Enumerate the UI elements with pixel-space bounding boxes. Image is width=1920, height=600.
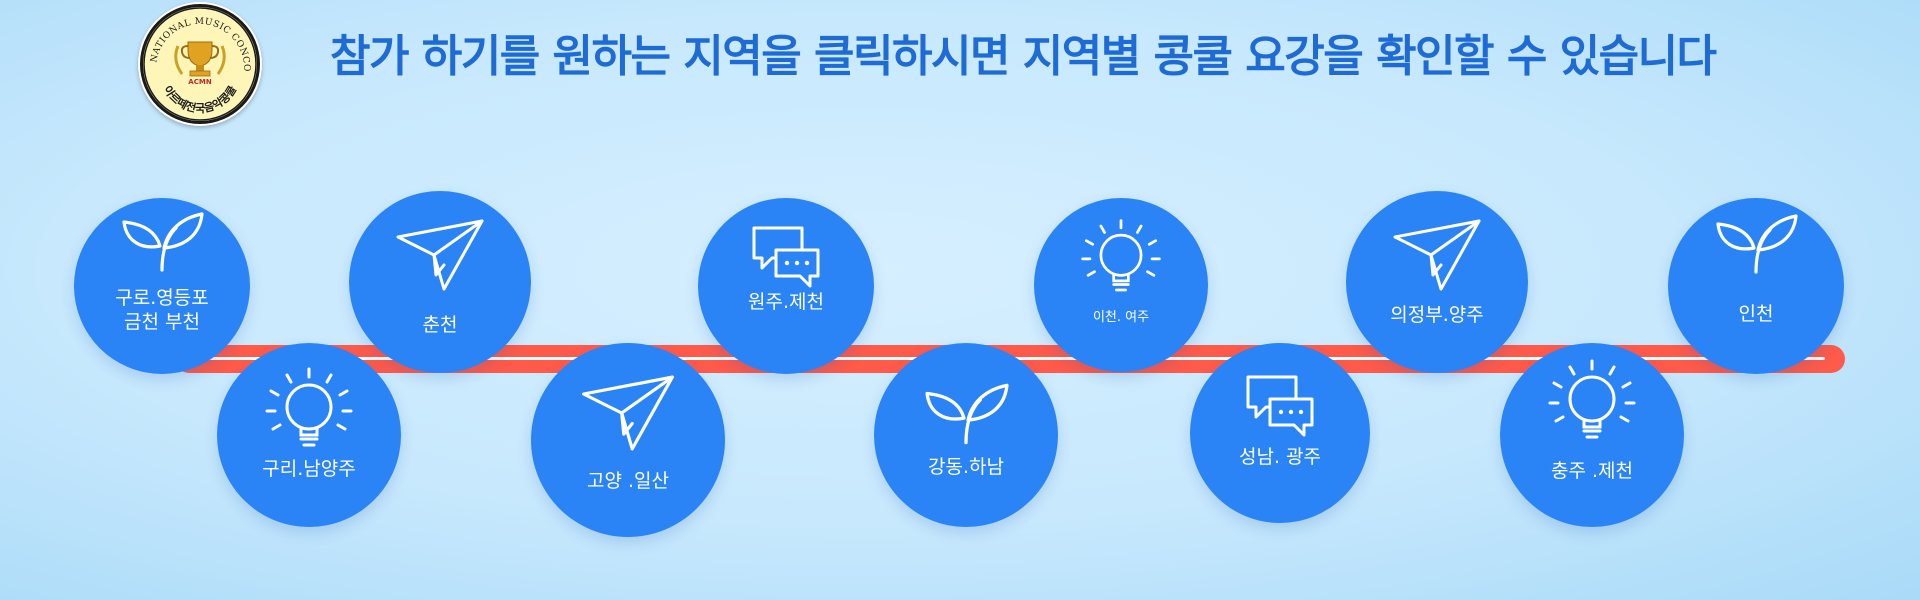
region-button-wonju[interactable]: 원주.제천 (698, 198, 874, 374)
region-button-chuncheon[interactable]: 춘천 (349, 191, 531, 373)
region-label: 충주 .제천 (1551, 460, 1633, 482)
region-label: 고양 .일산 (587, 470, 669, 492)
logo-abbr: ACMN (188, 78, 212, 86)
region-label: 강동.하남 (928, 456, 1004, 478)
region-label: 구로.영등포 금천 부천 (115, 287, 209, 333)
region-label: 이천. 여주 (1092, 310, 1150, 325)
paper-plane-icon (1393, 219, 1481, 291)
page-title: 참가 하기를 원하는 지역을 클릭하시면 지역별 콩쿨 요강을 확인할 수 있습… (330, 31, 1717, 82)
sprout-icon (1714, 214, 1798, 274)
lightbulb-icon (1546, 359, 1638, 445)
logo-badge: ARTE NATIONAL MUSIC CONCOURS 아르떼전국음악콩쿨 A… (138, 2, 260, 124)
paper-plane-icon (581, 375, 675, 451)
region-button-guri[interactable]: 구리.남양주 (217, 343, 401, 527)
region-button-guro[interactable]: 구로.영등포 금천 부천 (74, 198, 250, 374)
region-button-gangdong[interactable]: 강동.하남 (874, 343, 1058, 527)
paper-plane-icon (396, 219, 484, 291)
lightbulb-icon (263, 367, 355, 453)
region-button-uijeongbu[interactable]: 의정부.양주 (1346, 191, 1528, 373)
region-label: 인천 (1738, 303, 1774, 325)
region-label: 의정부.양주 (1390, 304, 1484, 326)
logo: ARTE NATIONAL MUSIC CONCOURS 아르떼전국음악콩쿨 A… (138, 2, 262, 126)
region-label: 구리.남양주 (262, 458, 356, 480)
region-label: 성남. 광주 (1239, 446, 1321, 468)
region-label: 춘천 (422, 314, 458, 336)
chat-bubbles-icon (1244, 373, 1316, 437)
lightbulb-icon (1079, 218, 1163, 298)
region-button-incheon[interactable]: 인천 (1668, 198, 1844, 374)
region-button-goyang[interactable]: 고양 .일산 (531, 343, 725, 537)
region-button-seongnam[interactable]: 성남. 광주 (1190, 343, 1370, 523)
chat-bubbles-icon (750, 224, 822, 288)
region-button-icheon[interactable]: 이천. 여주 (1034, 198, 1208, 372)
sprout-icon (120, 212, 204, 272)
region-button-chungju[interactable]: 충주 .제천 (1500, 343, 1684, 527)
sprout-icon (923, 383, 1009, 445)
region-label: 원주.제천 (748, 291, 824, 313)
